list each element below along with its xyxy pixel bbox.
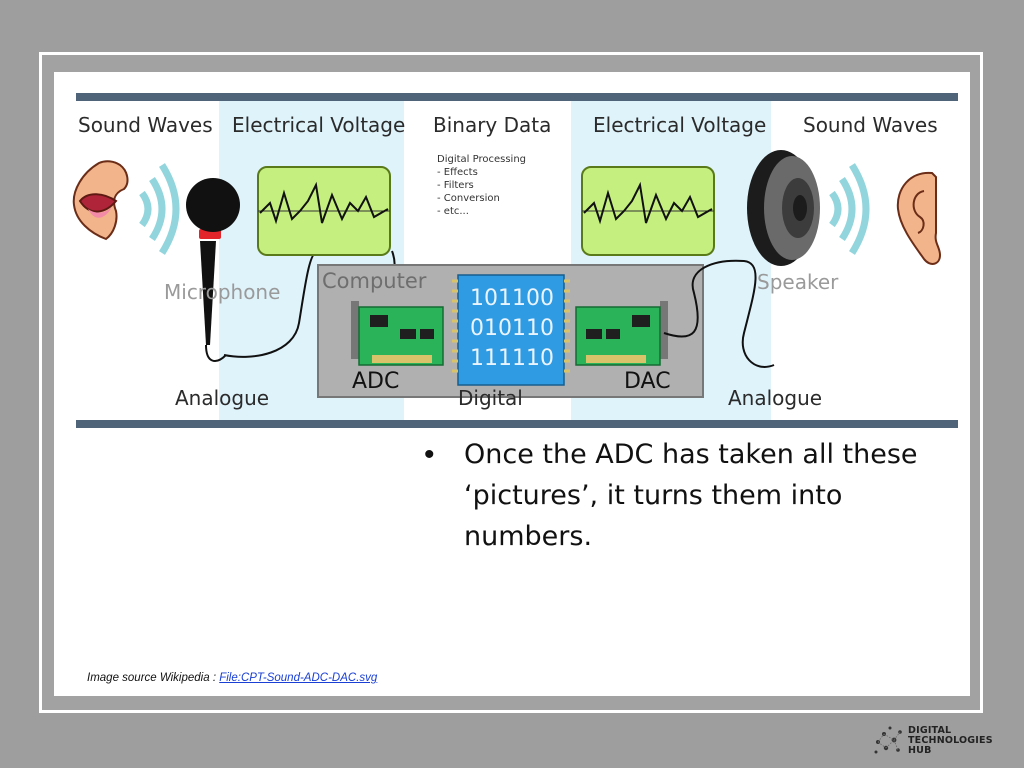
label-microphone: Microphone bbox=[164, 280, 280, 304]
heading-binary-data: Binary Data bbox=[433, 113, 551, 137]
label-analogue-right: Analogue bbox=[728, 386, 822, 410]
bullet-item: • Once the ADC has taken all these ‘pict… bbox=[424, 434, 944, 557]
label-computer: Computer bbox=[322, 269, 427, 293]
binary-chip: 101100 010110 111110 bbox=[452, 274, 570, 386]
bullet-marker: • bbox=[424, 438, 435, 471]
processing-item-filters: - Filters bbox=[437, 180, 474, 191]
dac-card: DAC bbox=[575, 301, 671, 394]
caption-source-link[interactable]: File:CPT-Sound-ADC-DAC.svg bbox=[219, 672, 378, 684]
hub-network-icon bbox=[874, 726, 902, 754]
sound-waves-right-icon bbox=[829, 163, 870, 255]
caption-prefix: Image source Wikipedia : bbox=[87, 672, 220, 684]
image-source-caption: Image source Wikipedia : File:CPT-Sound-… bbox=[87, 672, 377, 684]
processing-item-etc: - etc... bbox=[437, 206, 469, 217]
heading-voltage-right: Electrical Voltage bbox=[593, 113, 766, 137]
processing-list: Digital Processing - Effects - Filters -… bbox=[437, 154, 526, 217]
label-dac: DAC bbox=[624, 369, 671, 394]
ear-icon bbox=[896, 171, 942, 265]
speaker-icon bbox=[747, 150, 820, 266]
diagram-top-border bbox=[76, 93, 958, 101]
logo-wordmark: DIGITAL TECHNOLOGIES HUB bbox=[908, 726, 993, 756]
logo-line-2: TECHNOLOGIES bbox=[908, 735, 993, 746]
digital-technologies-hub-logo: DIGITAL TECHNOLOGIES HUB bbox=[872, 724, 1002, 760]
processing-item-conversion: - Conversion bbox=[437, 193, 500, 204]
wire-mic bbox=[223, 252, 317, 358]
heading-voltage-left: Electrical Voltage bbox=[232, 113, 405, 137]
binary-row-1: 101100 bbox=[470, 286, 554, 311]
heading-sound-waves-left: Sound Waves bbox=[78, 113, 213, 137]
binary-row-2: 010110 bbox=[470, 316, 554, 341]
binary-row-3: 111110 bbox=[470, 346, 554, 371]
bullet-list: • Once the ADC has taken all these ‘pict… bbox=[424, 434, 944, 557]
diagram-bottom-border bbox=[76, 420, 958, 428]
adc-card: ADC bbox=[351, 301, 444, 394]
oscilloscope-left bbox=[257, 166, 391, 256]
adc-dac-diagram: Sound Waves Electrical Voltage Binary Da… bbox=[54, 93, 958, 428]
bullet-text: Once the ADC has taken all these ‘pictur… bbox=[464, 439, 918, 552]
label-speaker: Speaker bbox=[757, 270, 839, 294]
logo-line-3: HUB bbox=[908, 745, 932, 756]
mouth-icon bbox=[72, 160, 129, 241]
oscilloscope-right bbox=[581, 166, 715, 256]
processing-item-effects: - Effects bbox=[437, 167, 478, 178]
logo-line-1: DIGITAL bbox=[908, 725, 952, 736]
label-digital: Digital bbox=[458, 386, 523, 410]
microphone-icon bbox=[186, 178, 240, 362]
label-analogue-left: Analogue bbox=[175, 386, 269, 410]
sound-waves-left-icon bbox=[139, 163, 180, 255]
heading-sound-waves-right: Sound Waves bbox=[803, 113, 938, 137]
label-adc: ADC bbox=[352, 369, 399, 394]
wire-dac bbox=[663, 259, 775, 368]
processing-title: Digital Processing bbox=[437, 154, 526, 165]
